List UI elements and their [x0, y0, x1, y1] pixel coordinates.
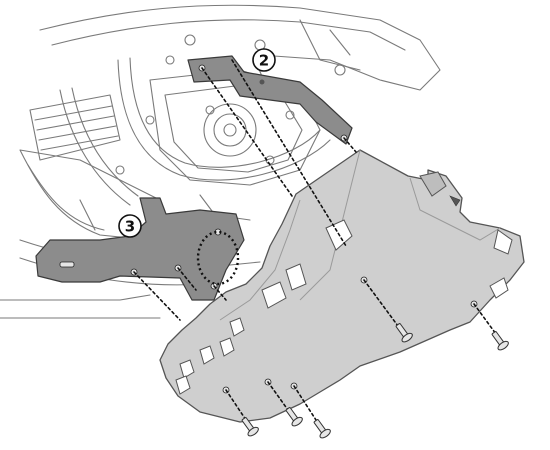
motorcycle-engine-frame: [0, 4, 441, 319]
callout-3: 3: [118, 214, 142, 238]
callout-2-label: 2: [259, 52, 269, 70]
screw-icon: [241, 417, 259, 437]
callout-3-label: 3: [125, 218, 135, 236]
screws: [241, 323, 509, 439]
leader-lines: [133, 59, 497, 421]
bracket-3: [35, 197, 245, 301]
detail-circle: [196, 230, 240, 286]
screw-icon: [313, 419, 331, 439]
screw-icon: [285, 407, 303, 427]
callout-2: 2: [252, 48, 276, 72]
screw-icon: [395, 323, 413, 343]
screw-icon: [491, 331, 509, 351]
